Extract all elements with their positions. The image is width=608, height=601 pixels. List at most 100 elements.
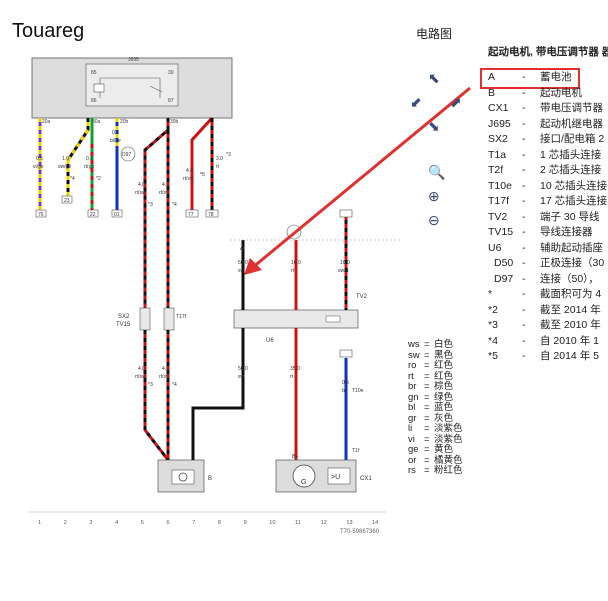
legend-item-desc: 起动机继电器 bbox=[540, 117, 603, 130]
axis-number: 11 bbox=[295, 520, 301, 526]
zoom-out-icon[interactable]: ⊖ bbox=[428, 212, 440, 228]
axis-number: 3 bbox=[89, 520, 92, 526]
legend-item-dash: - bbox=[522, 288, 526, 300]
legend-item[interactable]: *3-截至 2010 年 bbox=[488, 318, 608, 334]
zoom-in-icon[interactable]: ⊕ bbox=[428, 188, 440, 204]
legend-item-desc: 自 2014 年 5 bbox=[540, 350, 599, 362]
wire-label-2-size: 1.0 bbox=[62, 156, 69, 162]
wire-color-row: rt=红色 bbox=[408, 370, 463, 383]
wire-color-row: or=橘黄色 bbox=[408, 454, 463, 467]
arrow-down-right-icon[interactable]: ⬊ bbox=[428, 118, 440, 134]
t17f-label: T17f bbox=[176, 314, 187, 320]
g-label: G bbox=[301, 479, 306, 486]
right-wire-1-size: 50.0 bbox=[238, 260, 248, 266]
legend-item-desc: 连接（50）， bbox=[540, 272, 599, 285]
legend-item[interactable]: TV15-导线连接器 bbox=[488, 225, 608, 241]
arrow-up-right-icon[interactable]: ⬈ bbox=[450, 94, 462, 110]
wire-color-code: sw bbox=[408, 349, 420, 361]
pin-30a: 30a bbox=[92, 119, 101, 125]
axis-number: 6 bbox=[167, 520, 170, 526]
legend-item[interactable]: T17f-17 芯插头连接 bbox=[488, 194, 608, 210]
wire-color-code: br bbox=[408, 381, 417, 392]
ref-22: 22 bbox=[90, 212, 96, 218]
wire-color-name: 棕色 bbox=[434, 381, 454, 392]
note-2: *2 bbox=[96, 176, 101, 182]
wire-color-row: ro=红色 bbox=[408, 360, 463, 372]
arrow-up-left-icon[interactable]: ⬉ bbox=[428, 70, 440, 86]
note-7: *3 bbox=[226, 152, 231, 158]
page-title: Touareg bbox=[12, 20, 85, 42]
wire-color-code: ws bbox=[408, 339, 420, 350]
legend-item[interactable]: *5-自 2014 年 5 bbox=[488, 349, 608, 365]
legend-item[interactable]: *-截面积可为 4 bbox=[488, 287, 608, 303]
legend-item-code: D97 bbox=[494, 272, 514, 285]
pin-20a-left: 20a bbox=[42, 119, 51, 125]
b-plus-label: B+ bbox=[292, 454, 298, 460]
legend-item[interactable]: U6-辅助起动插座 bbox=[488, 241, 608, 257]
wire-label-8-color: rt bbox=[216, 164, 220, 170]
wire-label-6-size: 4.0 bbox=[162, 182, 169, 188]
legend-item[interactable]: D97-连接（50）， bbox=[488, 272, 608, 288]
legend-item-desc: 截面积可为 4 bbox=[540, 288, 602, 300]
legend-item[interactable]: *2-截至 2014 年 bbox=[488, 303, 608, 319]
u6-label: U6 bbox=[266, 338, 274, 344]
equals-sign: = bbox=[424, 465, 430, 476]
legend-item[interactable]: SX2-接口/配电箱 2 bbox=[488, 132, 608, 148]
equals-sign: = bbox=[424, 339, 430, 350]
wire-color-code: ro bbox=[408, 360, 417, 371]
right-wire-3-size: 16.0 bbox=[340, 260, 350, 266]
relay-pin-86: 86 bbox=[91, 98, 97, 104]
legend-item-desc: 起动电机 bbox=[540, 86, 582, 99]
legend-item-code: SX2 bbox=[488, 133, 508, 145]
legend-item[interactable]: TV2-端子 30 导线 bbox=[488, 210, 608, 226]
legend-item[interactable]: *4-自 2010 年 1 bbox=[488, 334, 608, 350]
starter-b-label: B bbox=[208, 476, 212, 482]
legend-item[interactable]: T1a-1 芯插头连接 bbox=[488, 148, 608, 164]
lower-wire-1-color: rt/sw bbox=[135, 374, 146, 380]
ref-23: 23 bbox=[64, 198, 70, 204]
wire-color-code: ge bbox=[408, 444, 419, 455]
red-arrow-head bbox=[244, 258, 262, 275]
axis-number: 10 bbox=[269, 520, 275, 526]
legend-item-desc: 接口/配电箱 2 bbox=[540, 133, 605, 145]
legend-item[interactable]: J695-起动机继电器 bbox=[488, 117, 608, 133]
legend-item-dash: - bbox=[522, 71, 526, 83]
wire-color-name: 蓝色 bbox=[434, 402, 454, 413]
legend-item[interactable]: B-起动电机 bbox=[488, 86, 608, 102]
legend-item[interactable]: T2f-2 芯插头连接 bbox=[488, 163, 608, 179]
wire-color-name: 淡紫色 bbox=[434, 423, 463, 434]
legend-item[interactable]: A-蓄电池 bbox=[488, 70, 608, 86]
legend-item-desc: 蓄电池 bbox=[540, 71, 572, 83]
legend-item[interactable]: CX1-带电压调节器 bbox=[488, 101, 608, 117]
ref-01: 01 bbox=[114, 212, 120, 218]
zoom-icon[interactable]: 🔍 bbox=[428, 164, 446, 180]
legend-item-dash: - bbox=[522, 164, 526, 176]
legend-item-code: *5 bbox=[488, 350, 498, 362]
wire-color-name: 橘黄色 bbox=[434, 454, 463, 466]
lower-wire-5-size: 0.5 bbox=[342, 380, 349, 386]
axis-number: 9 bbox=[244, 520, 247, 526]
wire-color-code: rt bbox=[408, 370, 414, 382]
legend-item-dash: - bbox=[522, 257, 526, 269]
relay-pin-87: 87 bbox=[168, 98, 174, 104]
legend-item[interactable]: T10e-10 芯插头连接 bbox=[488, 179, 608, 195]
legend-item-desc: 10 芯插头连接 bbox=[540, 179, 608, 192]
lower-wire-1-size: 4.0 bbox=[138, 366, 145, 372]
lower-wire-4-size: 35.0 bbox=[290, 366, 300, 372]
wire-color-code: rs bbox=[408, 465, 416, 476]
equals-sign: = bbox=[424, 454, 430, 466]
lower-wire-2-color: rt/sw bbox=[159, 374, 170, 380]
t1f-label: T1f bbox=[352, 448, 360, 454]
wire-color-name: 黄色 bbox=[434, 444, 454, 455]
legend-item[interactable]: D50-正极连接（30 bbox=[488, 256, 608, 272]
wire-color-row: sw=黑色 bbox=[408, 349, 463, 362]
wire-color-row: ge=黄色 bbox=[408, 444, 463, 456]
wire-label-3-size: 0.5 bbox=[86, 156, 93, 162]
ref-76: 76 bbox=[38, 212, 44, 218]
legend-item-desc: 端子 30 导线 bbox=[540, 210, 600, 223]
legend-item-code: J695 bbox=[488, 117, 511, 130]
arrow-down-left-icon[interactable]: ⬋ bbox=[410, 94, 422, 110]
legend-item-dash: - bbox=[522, 334, 526, 347]
note-4: *5 bbox=[200, 172, 205, 178]
